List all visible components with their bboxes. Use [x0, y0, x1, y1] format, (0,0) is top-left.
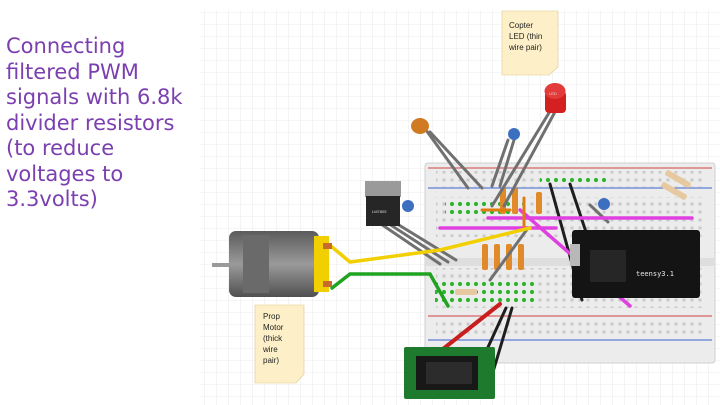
title-line: (to reduce: [6, 136, 115, 160]
note-line: Copter: [509, 21, 533, 30]
motor-wire-yellow: [330, 226, 532, 264]
dc-motor-icon: [212, 231, 332, 297]
ceramic-capacitor-icon: [508, 128, 520, 140]
title-line: 3.3volts): [6, 187, 98, 211]
voltage-regulator-icon: LM7805: [365, 181, 401, 226]
note-line: wire: [262, 345, 278, 354]
title-line: signals with 6.8k: [6, 85, 183, 109]
note-line: wire pair): [508, 43, 542, 52]
note-line: LED (thin: [509, 32, 542, 41]
title-line: voltages to: [6, 161, 124, 186]
led-label: LED: [549, 91, 557, 96]
microcontroller-label: teensy3.1: [636, 270, 674, 278]
slide-title: Connecting filtered PWM signals with 6.8…: [6, 34, 196, 213]
jumper-wires: [480, 196, 526, 228]
note-line: Prop: [263, 312, 280, 321]
ceramic-capacitor-icon: [411, 118, 429, 134]
divider-resistors: [455, 170, 691, 295]
power-jack-icon: [404, 347, 495, 399]
title-line: divider resistors: [6, 110, 175, 135]
motor-wire-green: [330, 272, 450, 308]
title-line: Connecting: [6, 34, 126, 58]
teensy-board-icon: teensy3.1: [570, 230, 700, 298]
regulator-label: LM7805: [372, 209, 387, 214]
ceramic-capacitor-icon: [402, 200, 414, 212]
note-line: pair): [263, 356, 279, 365]
title-line: filtered PWM: [6, 59, 139, 84]
component-leads: [376, 106, 610, 282]
note-line: Motor: [263, 323, 284, 332]
red-led-icon: LED: [544, 83, 566, 113]
note-prop-motor: Prop Motor (thick wire pair): [254, 304, 305, 384]
ceramic-capacitor-icon: [598, 198, 610, 210]
note-copter-led: Copter LED (thin wire pair): [501, 10, 559, 76]
note-line: (thick: [263, 334, 283, 343]
